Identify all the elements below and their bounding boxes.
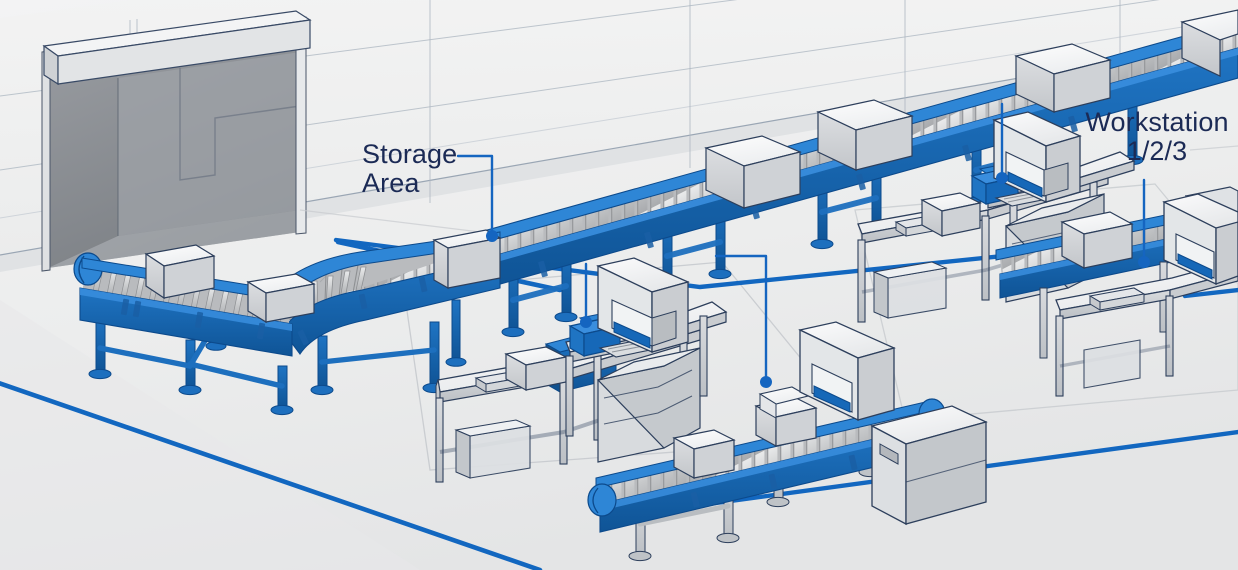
conveyor-left-infeed[interactable] (73, 244, 316, 416)
conveyor-legs (310, 299, 467, 396)
leader-dot-workstation-left (996, 172, 1008, 184)
label-storage-area[interactable]: Storage Area (362, 139, 458, 199)
package-box (1180, 9, 1238, 77)
package-box (1014, 43, 1112, 113)
conveyor-lower-center[interactable] (587, 321, 988, 562)
scanner-machine (1162, 193, 1238, 286)
leader-dot-workstation-down (1138, 256, 1150, 268)
roll-up-door (41, 10, 312, 272)
table-item-tray (1088, 287, 1146, 311)
leader-dot-device (580, 316, 592, 328)
package-box (672, 429, 736, 480)
leader-lines (456, 102, 1146, 380)
back-wall (0, 0, 1238, 272)
package-box (704, 135, 802, 209)
leader-center-workstation (714, 254, 768, 380)
leader-storage-area (456, 154, 494, 234)
package-box (920, 192, 982, 238)
scanner-machine (596, 257, 690, 354)
package-box (246, 273, 316, 324)
scanner-machine (798, 321, 896, 422)
label-workstation-123[interactable]: Workstation 1/2/3 (1085, 107, 1229, 167)
package-box (144, 244, 216, 300)
leader-endpoint-dots (486, 172, 1150, 388)
package-box (504, 346, 568, 392)
leader-dot-storage (486, 230, 498, 242)
conveyor-main-diagonal[interactable] (479, 9, 1238, 393)
scanner-machine (992, 111, 1082, 204)
package-box (816, 99, 914, 171)
floor-cabinet (870, 405, 988, 526)
workstation-1[interactable] (435, 257, 728, 483)
package-box (432, 229, 502, 290)
package-box (1060, 211, 1134, 270)
leader-dot-center (760, 376, 772, 388)
workstation-3[interactable] (1055, 193, 1238, 397)
